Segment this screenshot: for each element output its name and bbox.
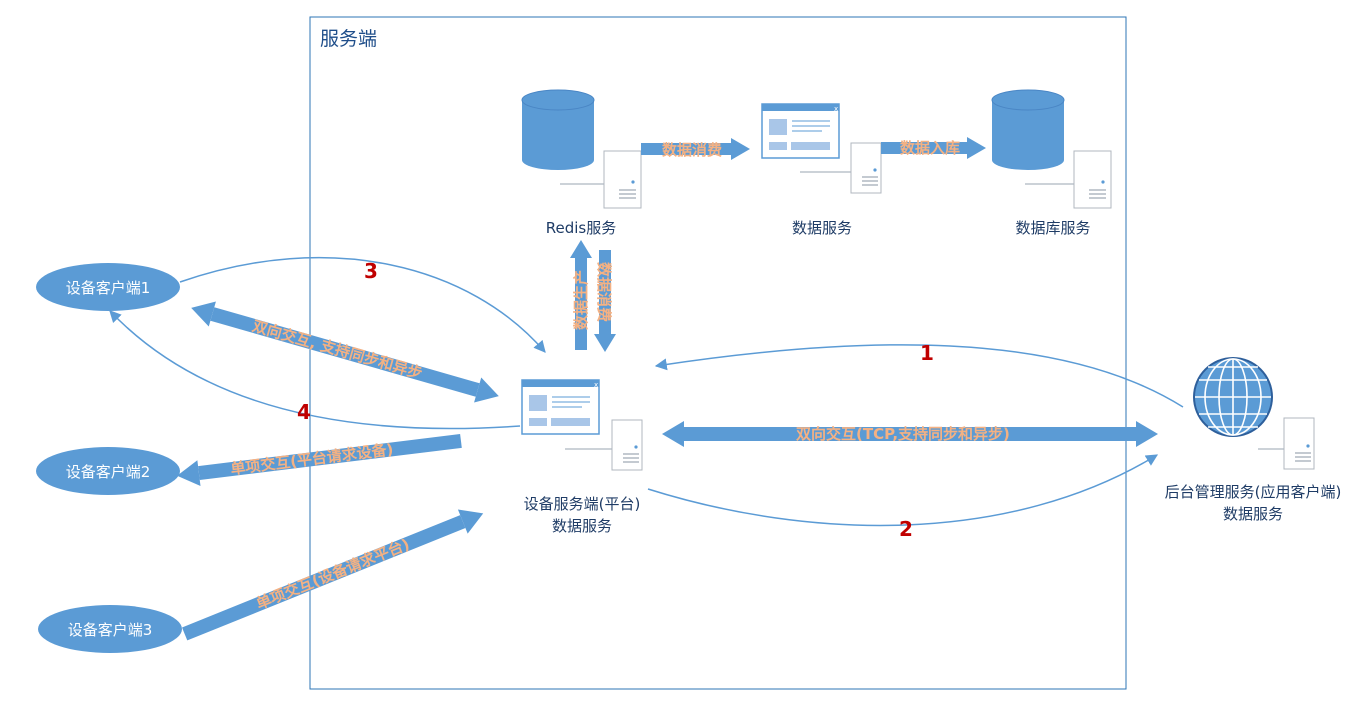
redis-label: Redis服务 (546, 219, 616, 237)
database-icon (521, 89, 595, 170)
database-node: 数据库服务 (991, 89, 1112, 237)
arrow-down-consume: 数据消费 (594, 250, 616, 352)
device-server-label-line1: 设备服务端(平台) (524, 495, 641, 513)
svg-text:x: x (594, 381, 598, 389)
arrow-label-admin-bidir: 双向交互(TCP,支持同步和异步) (796, 425, 1010, 443)
server-tower-icon (1073, 150, 1112, 209)
svg-text:x: x (834, 105, 838, 113)
client2-node: 设备客户端2 (36, 447, 180, 495)
arrow-redis-to-data: 数据消费 (641, 138, 750, 160)
curve-step-3 (179, 256, 546, 353)
arrow-up-produce: 数据生产 (570, 240, 592, 350)
database-label: 数据库服务 (1015, 219, 1090, 237)
admin-label-line2: 数据服务 (1223, 505, 1283, 523)
arrow-client2-single: 单项交互(平台请求设备) (177, 433, 462, 487)
server-boundary (309, 16, 1127, 690)
server-tower-icon (850, 142, 882, 194)
data-service-label: 数据服务 (792, 219, 852, 237)
step-number-4: 4 (297, 400, 311, 424)
admin-label-line1: 后台管理服务(应用客户端) (1165, 483, 1342, 501)
window-icon: x (521, 379, 600, 435)
step-number-1: 1 (920, 341, 934, 365)
curve-step-1 (654, 344, 1184, 408)
arrow-admin-bidir: 双向交互(TCP,支持同步和异步) (662, 421, 1158, 447)
curve-step-4 (109, 310, 521, 430)
arrow-label-down-consume: 数据消费 (595, 262, 613, 322)
server-tower-icon (1283, 417, 1315, 470)
globe-icon (1193, 357, 1273, 437)
admin-node: 后台管理服务(应用客户端) 数据服务 (1165, 357, 1342, 523)
window-icon: x (761, 103, 840, 159)
arrow-label-client3-single: 单项交互(设备请求平台) (254, 535, 413, 613)
curve-step-2 (647, 454, 1159, 527)
arrow-client3-single: 单项交互(设备请求平台) (182, 509, 484, 641)
server-tower-icon (611, 419, 643, 471)
arrow-label-data-to-db: 数据入库 (900, 139, 960, 157)
client2-label: 设备客户端2 (66, 463, 151, 481)
server-tower-icon (603, 150, 642, 209)
arrow-label-client1-bidir: 双向交互, 支持同步和异步 (250, 317, 424, 383)
device-server-label-line2: 数据服务 (552, 517, 612, 535)
client3-node: 设备客户端3 (38, 605, 182, 653)
client1-node: 设备客户端1 (36, 263, 180, 311)
arrow-data-to-db: 数据入库 (881, 137, 986, 159)
arrow-client1-bidir: 双向交互, 支持同步和异步 (191, 301, 499, 403)
arrow-label-client2-single: 单项交互(平台请求设备) (230, 440, 395, 478)
arrow-label-up-produce: 数据生产 (572, 270, 590, 330)
database-icon (991, 89, 1065, 170)
redis-node: Redis服务 (521, 89, 642, 237)
client1-label: 设备客户端1 (66, 279, 151, 297)
client3-label: 设备客户端3 (68, 621, 153, 639)
step-number-2: 2 (899, 517, 913, 541)
step-number-3: 3 (364, 259, 378, 283)
data-service-node: x 数据服务 (761, 103, 882, 237)
device-server-node: x 设备服务端(平台) 数据服务 (521, 379, 643, 535)
arrow-label-redis-to-data: 数据消费 (662, 141, 722, 159)
boundary-title: 服务端 (320, 28, 377, 50)
